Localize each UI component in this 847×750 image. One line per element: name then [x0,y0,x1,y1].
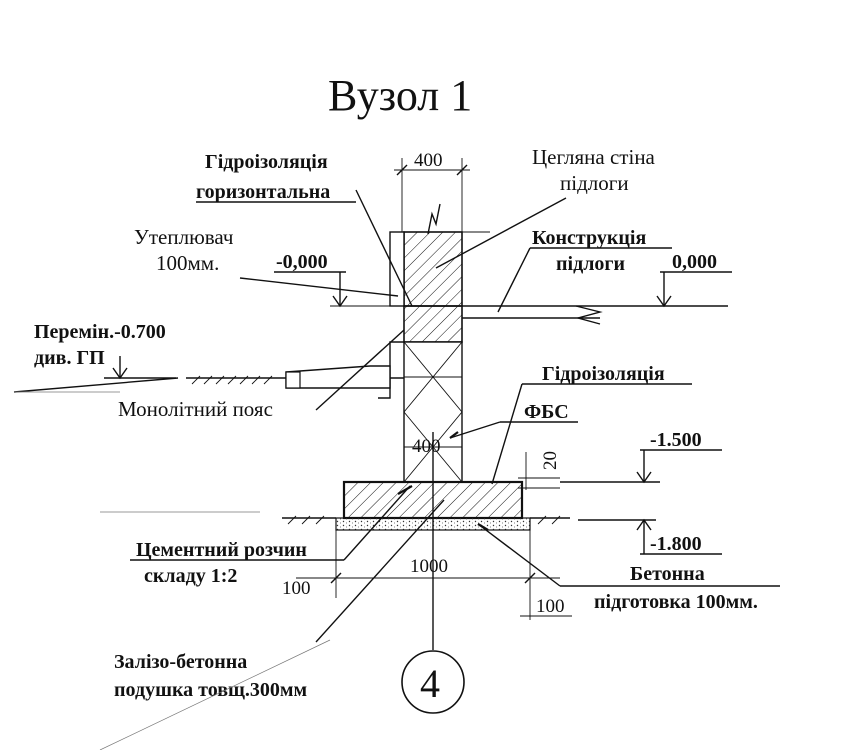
leader-monolithic-belt [315,329,405,411]
label-brick-wall-2: підлоги [560,171,629,195]
leader-insulation [239,277,399,297]
label-ground-change-1: Перемін.-0.700 [34,321,166,343]
cushion-width-dimension: 1000 100 100 [282,530,572,620]
node-title: Вузол 1 [328,71,472,120]
wall-width-value: 400 [414,150,443,171]
label-floor-construction-1: Конструкція [532,227,646,249]
level-1800-label: -1.800 [650,533,702,555]
label-concrete-prep-2: підготовка 100мм. [594,591,758,613]
wall-width-dimension: 400 [394,150,470,232]
level-inner-zero-label: 0,000 [672,251,717,273]
leader-cement [343,485,411,561]
label-monolithic-belt: Монолітний пояс [118,397,273,421]
block-width-value: 400 [412,436,441,457]
label-hydro-horizontal-1: Гідроізоляція [205,151,328,173]
level-outer-zero-label: -0,000 [276,251,328,273]
leader-brick-wall [435,197,567,269]
monolithic-belt [403,305,463,343]
leader-hydro [491,383,523,485]
axis-marker-label: 4 [420,661,440,706]
label-brick-wall-1: Цегляна стіна [532,145,656,169]
label-cushion-1: Залізо-бетонна [114,651,247,673]
label-cushion-2: подушка товщ.300мм [114,679,307,701]
label-concrete-prep-1: Бетонна [630,563,705,585]
label-hydro-horizontal-2: горизонтальна [196,181,330,203]
left-offset-value: 100 [282,578,311,599]
mortar-dimension: 20 [518,451,561,490]
floor-construction [330,305,728,325]
label-insulation-2: 100мм. [156,251,219,275]
level-outer-zero: -0,000 [274,251,348,308]
label-ground-change-2: див. ГП [34,347,105,369]
level-1500-label: -1.500 [650,429,702,451]
label-hydro: Гідроізоляція [542,363,665,385]
leader-hydro-horizontal [355,189,413,307]
leader-fbs [449,421,501,439]
level-1500: -1.500 [560,429,722,484]
leader-floor-construction [497,247,531,313]
label-cement-2: складу 1:2 [144,565,237,587]
level-ground-change [13,356,179,393]
label-cement-1: Цементний розчин [136,539,307,561]
label-floor-construction-2: підлоги [556,253,625,275]
level-1800: -1.800 [578,518,722,555]
brick-wall [403,203,490,307]
level-inner-zero: 0,000 [656,251,732,308]
axis-marker: 4 [401,650,465,714]
fbs-block-column: 400 [403,341,463,483]
mortar-thickness-value: 20 [540,451,561,470]
leader-cushion [315,499,445,643]
cushion-width-value: 1000 [410,556,448,577]
bottom-ground-line [282,515,570,525]
leader-concrete-prep [477,523,561,587]
label-fbs: ФБС [524,401,569,423]
blind-area [285,365,391,389]
right-offset-value: 100 [536,596,565,617]
label-insulation-1: Утеплювач [134,225,234,249]
